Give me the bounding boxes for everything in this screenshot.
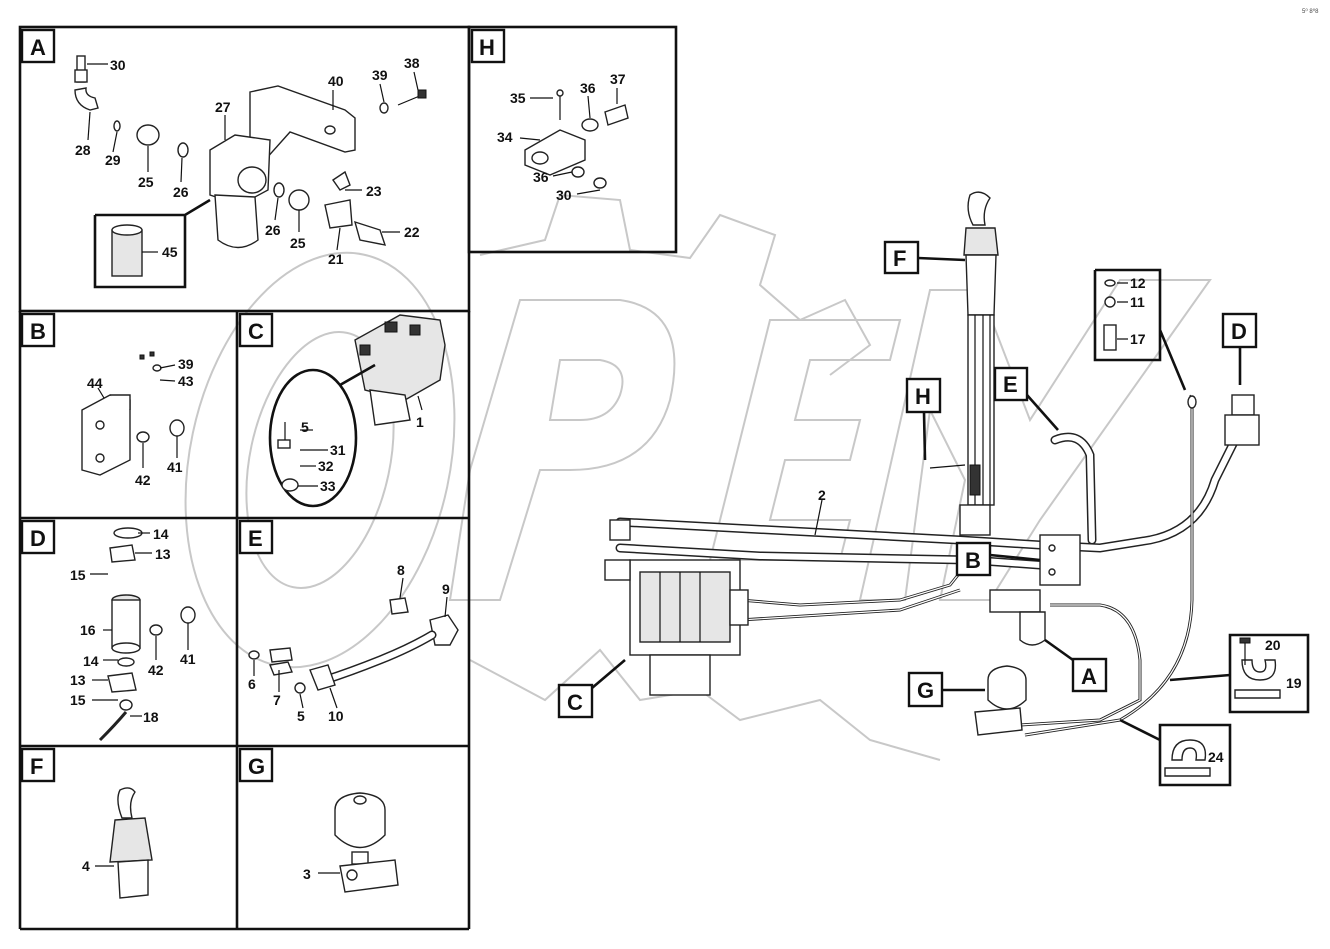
callout-25: 25 [138, 174, 154, 190]
callout-g-3: 3 [303, 866, 311, 882]
callout-d-14: 14 [153, 526, 169, 542]
panel-a-letter: A [30, 35, 46, 60]
callout-d-16: 16 [80, 622, 96, 638]
panel-f: F 4 [20, 747, 153, 899]
panel-g: G 3 [238, 747, 399, 893]
callout-main-19: 19 [1286, 675, 1302, 691]
callout-c-31: 31 [330, 442, 346, 458]
main-tag-e: E [1003, 372, 1018, 397]
panel-h-letter: H [479, 35, 495, 60]
callout-c-32: 32 [318, 458, 334, 474]
callout-d-18: 18 [143, 709, 159, 725]
callout-40: 40 [328, 73, 344, 89]
callout-29: 29 [105, 152, 121, 168]
main-assembly: 12 11 17 2 20 19 24 [604, 191, 1310, 787]
callout-30: 30 [110, 57, 126, 73]
callout-e-5: 5 [297, 708, 305, 724]
callout-c-1: 1 [416, 414, 424, 430]
callout-f-4: 4 [82, 858, 90, 874]
callout-main-12: 12 [1130, 275, 1146, 291]
callout-c-33: 33 [320, 478, 336, 494]
callout-e-7: 7 [273, 692, 281, 708]
callout-25b: 25 [290, 235, 306, 251]
callout-b-41: 41 [167, 459, 183, 475]
callout-main-2: 2 [818, 487, 826, 503]
callout-21: 21 [328, 251, 344, 267]
callout-23: 23 [366, 183, 382, 199]
callout-38: 38 [404, 55, 420, 71]
callout-c-5: 5 [301, 419, 309, 435]
corner-code: 5⁰ 8⁰8 [1302, 8, 1319, 15]
callout-28: 28 [75, 142, 91, 158]
panel-frames [18, 25, 678, 931]
callout-d-13b: 13 [70, 672, 86, 688]
panel-g-letter: G [248, 754, 265, 779]
callout-d-13: 13 [155, 546, 171, 562]
callout-26b: 26 [265, 222, 281, 238]
panel-b: B 44 39 43 42 41 [20, 312, 194, 488]
main-tag-d: D [1231, 319, 1247, 344]
callout-39: 39 [372, 67, 388, 83]
panel-e: E 8 9 6 7 5 10 [238, 519, 459, 724]
callout-d-15: 15 [70, 567, 86, 583]
callout-22: 22 [404, 224, 420, 240]
callout-d-14b: 14 [83, 653, 99, 669]
panel-h: H 35 36 37 34 36 30 [470, 28, 629, 203]
callout-h-34: 34 [497, 129, 513, 145]
callout-main-24: 24 [1208, 749, 1224, 765]
main-tag-g: G [917, 678, 934, 703]
callout-26: 26 [173, 184, 189, 200]
panel-a: A [20, 28, 427, 289]
callout-b-44: 44 [87, 375, 103, 391]
callout-main-17: 17 [1130, 331, 1146, 347]
panel-b-letter: B [30, 319, 46, 344]
callout-e-6: 6 [248, 676, 256, 692]
callout-b-42: 42 [135, 472, 151, 488]
main-tag-a: A [1081, 664, 1097, 689]
main-tag-h: H [915, 384, 931, 409]
panel-f-letter: F [30, 754, 43, 779]
callout-d-15b: 15 [70, 692, 86, 708]
callout-h-36: 36 [580, 80, 596, 96]
callout-27: 27 [215, 99, 231, 115]
callout-e-10: 10 [328, 708, 344, 724]
callout-main-11: 11 [1130, 294, 1145, 310]
callout-h-30: 30 [556, 187, 572, 203]
callout-main-20: 20 [1265, 637, 1281, 653]
callout-d-42: 42 [148, 662, 164, 678]
main-tags: F H E B D A G C [557, 240, 1258, 719]
callout-h-37: 37 [610, 71, 626, 87]
panel-c-letter: C [248, 319, 264, 344]
panel-e-letter: E [248, 526, 263, 551]
main-tag-b: B [965, 548, 981, 573]
callout-45: 45 [162, 244, 178, 260]
main-tag-c: C [567, 690, 583, 715]
main-tag-f: F [893, 246, 906, 271]
callout-b-43: 43 [178, 373, 194, 389]
panel-d: D 14 13 15 16 42 41 14 13 15 18 [20, 519, 196, 742]
callout-e-9: 9 [442, 581, 450, 597]
callout-h-35: 35 [510, 90, 526, 106]
callout-e-8: 8 [397, 562, 405, 578]
panel-c: C 5 31 32 33 1 [238, 312, 446, 508]
callout-b-39: 39 [178, 356, 194, 372]
callout-d-41: 41 [180, 651, 196, 667]
panel-d-letter: D [30, 526, 46, 551]
callout-h-36b: 36 [533, 169, 549, 185]
